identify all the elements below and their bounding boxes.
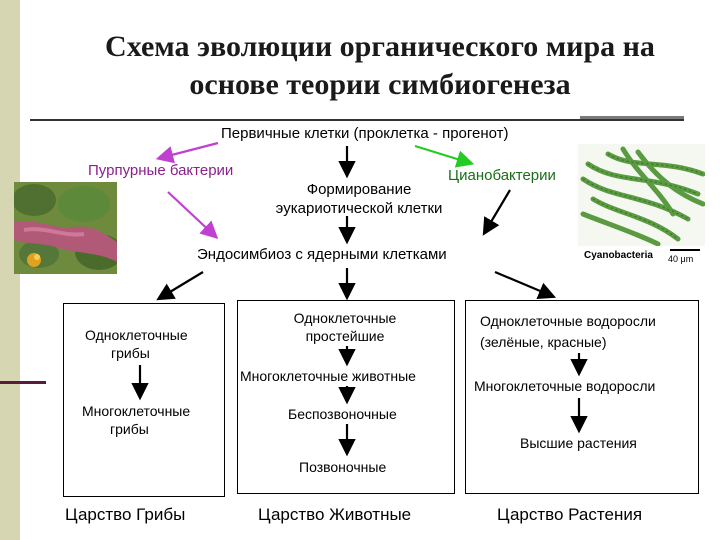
plants-multicellular-label: Многоклеточные водоросли [474, 378, 656, 394]
animals-multicellular-label: Многоклеточные животные [240, 368, 416, 384]
title-divider [30, 119, 684, 121]
sidebar-accent-line [0, 381, 46, 384]
endosymbiosis-label: Эндосимбиоз с ядерными клетками [197, 246, 447, 263]
vertebrates-label: Позвоночные [299, 459, 387, 475]
higher-plants-label: Высшие растения [520, 435, 637, 451]
arrow-cyano-to-endosymbiosis [482, 189, 511, 236]
kingdom-fungi: Царство Грибы [65, 505, 186, 524]
plants-uni-line-1: Одноклеточные водоросли [480, 313, 656, 329]
animals-uni-line-1: Одноклеточные [293, 310, 397, 326]
purple-bacteria-photo [14, 182, 117, 274]
eukaryote-line-2: эукариотической клетки [275, 200, 443, 217]
arrow-to-fungi [156, 271, 204, 301]
eukaryote-label: Формирование эукариотической клетки [254, 180, 464, 218]
animals-unicellular-label: Одноклеточные простейшие [237, 309, 453, 345]
cyanobacteria-label: Цианобактерии [448, 167, 556, 184]
plants-box [465, 300, 699, 494]
kingdom-animals: Царство Животные [258, 505, 412, 524]
purple-bacteria-label: Пурпурные бактерии [88, 162, 234, 179]
kingdom-plants: Царство Растения [497, 505, 643, 524]
cyanobacteria-photo: Cyanobacteria 40 μm [578, 144, 705, 268]
fungi-multi-line-1: Многоклеточные [82, 403, 191, 419]
animals-uni-line-2: простейшие [305, 328, 385, 344]
primary-cells-label: Первичные клетки (проклетка - прогенот) [221, 125, 509, 142]
plants-unicellular-label: Одноклеточные водоросли (зелёные, красны… [480, 311, 656, 353]
fungi-uni-line-1: Одноклеточные [85, 327, 188, 343]
arrow-to-purple-bacteria [155, 141, 219, 164]
invertebrates-label: Беспозвоночные [288, 406, 397, 422]
title-line-2: основе теории симбиогенеза [189, 68, 571, 101]
title-divider-accent [580, 116, 684, 119]
arrow-to-plants [494, 270, 557, 299]
fungi-multicellular-label: Многоклеточные грибы [82, 402, 190, 438]
eukaryote-line-1: Формирование [306, 181, 412, 198]
fungi-multi-line-2: грибы [110, 421, 149, 437]
arrow-to-cyanobacteria [414, 144, 475, 168]
slide-title: Схема эволюции органического мира на осн… [60, 28, 700, 104]
cyanobacteria-scale: 40 μm [668, 254, 694, 264]
arrow-purple-to-endosymbiosis [167, 191, 219, 240]
sidebar-decoration [0, 0, 20, 540]
plants-uni-line-2: (зелёные, красные) [480, 334, 607, 350]
fungi-unicellular-label: Одноклеточные грибы [85, 326, 188, 362]
cyanobacteria-caption: Cyanobacteria [584, 250, 653, 261]
fungi-uni-line-2: грибы [111, 345, 150, 361]
title-line-1: Схема эволюции органического мира на [105, 30, 655, 63]
